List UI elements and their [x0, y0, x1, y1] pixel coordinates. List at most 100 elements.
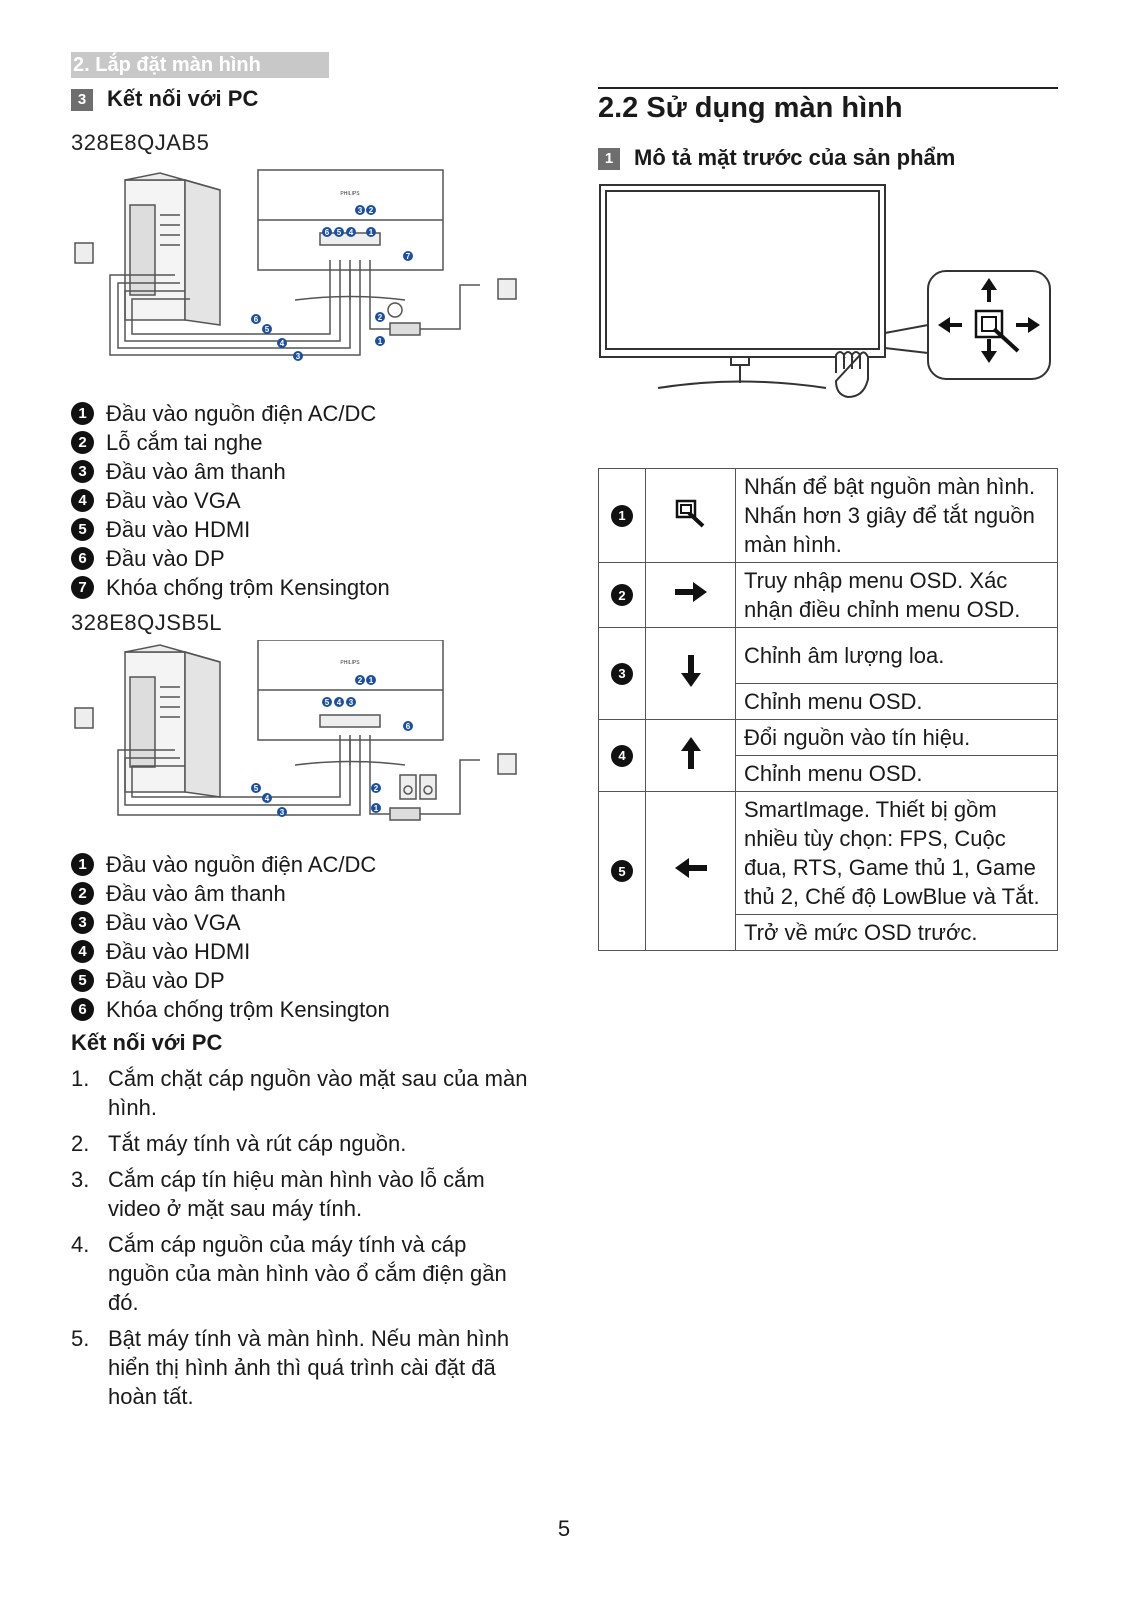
legend-text: Đầu vào DP	[106, 546, 225, 571]
control-subrow: Chỉnh menu OSD.	[599, 755, 1058, 792]
section-number-badge: 1	[598, 148, 620, 171]
section-number-badge: 3	[71, 89, 93, 112]
number-badge: 3	[611, 662, 633, 685]
number-badge: 2	[71, 882, 94, 905]
model-a-label: 328E8QJAB5	[71, 130, 210, 155]
legend-item: 4 Đầu vào HDMI	[71, 937, 390, 966]
legend-item: 2 Lỗ cắm tai nghe	[71, 428, 390, 457]
number-badge: 5	[71, 969, 94, 992]
svg-text:4: 4	[265, 794, 270, 803]
control-description: Chỉnh âm lượng loa.	[744, 643, 945, 668]
control-subrow: Trở về mức OSD trước.	[599, 914, 1058, 951]
svg-text:5: 5	[337, 228, 342, 237]
connection-diagram-a: PHILIPS 3 2 6 5 4 1 7 6 5 4 3 2 1	[74, 169, 517, 361]
control-description: Đổi nguồn vào tín hiệu.	[744, 725, 971, 750]
number-badge: 7	[71, 576, 94, 599]
arrow-down-icon	[680, 654, 701, 687]
svg-text:6: 6	[325, 228, 330, 237]
controls-table: 1 Nhấn để bật nguồn màn hình. Nhấn hơn 3…	[598, 468, 1058, 951]
legend-item: 4 Đầu vào VGA	[71, 486, 390, 515]
control-description: Chỉnh menu OSD.	[744, 689, 923, 714]
step-number: 2.	[71, 1131, 90, 1156]
svg-text:1: 1	[378, 337, 383, 346]
svg-text:4: 4	[337, 698, 342, 707]
legend-item: 5 Đầu vào DP	[71, 966, 390, 995]
step-number: 5.	[71, 1326, 90, 1351]
number-badge: 3	[71, 460, 94, 483]
number-badge: 4	[611, 744, 633, 767]
step-item: 3.Cắm cáp tín hiệu màn hình vào lỗ cắm v…	[71, 1165, 531, 1223]
control-description: Nhấn để bật nguồn màn hình. Nhấn hơn 3 g…	[744, 474, 1036, 557]
svg-text:4: 4	[349, 228, 354, 237]
step-text: Bật máy tính và màn hình. Nếu màn hình h…	[108, 1326, 510, 1409]
arrow-up-icon	[680, 736, 701, 769]
number-badge: 4	[71, 489, 94, 512]
svg-text:5: 5	[265, 325, 270, 334]
control-description: Chỉnh menu OSD.	[744, 761, 923, 786]
control-icon-cell	[645, 468, 736, 563]
svg-text:6: 6	[406, 722, 411, 731]
svg-text:1: 1	[374, 804, 379, 813]
control-row: 5 SmartImage. Thiết bị gồm nhiều tùy chọ…	[598, 791, 1058, 951]
control-desc-cell: Chỉnh âm lượng loa.	[735, 627, 1058, 684]
number-badge: 5	[71, 518, 94, 541]
step-item: 2. Tắt máy tính và rút cáp nguồn.	[71, 1129, 531, 1158]
control-desc-cell: Truy nhập menu OSD. Xác nhận điều chỉnh …	[735, 562, 1058, 628]
step-text: Tắt máy tính và rút cáp nguồn.	[108, 1131, 407, 1156]
svg-text:3: 3	[349, 698, 354, 707]
legend-text: Đầu vào âm thanh	[106, 881, 286, 906]
svg-text:5: 5	[254, 784, 259, 793]
diagram-b-brand: PHILIPS	[340, 660, 360, 666]
svg-text:1: 1	[369, 676, 374, 685]
control-row: 4 Đổi nguồn vào tín hiệu.	[598, 719, 1058, 792]
legend-text: Đầu vào DP	[106, 968, 225, 993]
front-view-title: Mô tả mặt trước của sản phẩm	[634, 145, 956, 170]
svg-text:3: 3	[296, 352, 301, 361]
number-badge: 1	[71, 402, 94, 425]
legend-text: Đầu vào HDMI	[106, 939, 251, 964]
legend-text: Đầu vào VGA	[106, 488, 241, 513]
legend-text: Đầu vào HDMI	[106, 517, 251, 542]
number-badge: 2	[71, 431, 94, 454]
svg-text:3: 3	[280, 808, 285, 817]
number-badge: 1	[611, 504, 633, 527]
legend-item: 2 Đầu vào âm thanh	[71, 879, 390, 908]
control-icon-cell	[645, 562, 736, 628]
legend-text: Khóa chống trộm Kensington	[106, 575, 390, 600]
control-description: Trở về mức OSD trước.	[744, 920, 978, 945]
legend-text: Khóa chống trộm Kensington	[106, 997, 390, 1022]
number-badge: 1	[71, 853, 94, 876]
page-number: 5	[557, 1516, 571, 1541]
connection-diagram-b: PHILIPS 2 1 5 4 3 6 5 4 3 2 1	[74, 640, 517, 821]
svg-text:6: 6	[254, 315, 259, 324]
diagram-a-brand: PHILIPS	[340, 191, 360, 197]
control-desc-cell: Nhấn để bật nguồn màn hình. Nhấn hơn 3 g…	[735, 468, 1058, 563]
svg-text:4: 4	[280, 339, 285, 348]
number-badge: 6	[71, 547, 94, 570]
svg-text:2: 2	[378, 313, 383, 322]
number-badge: 3	[71, 911, 94, 934]
control-number-cell: 2	[598, 562, 646, 628]
legend-item: 5 Đầu vào HDMI	[71, 515, 390, 544]
steps-list: 1.Cắm chặt cáp nguồn vào mặt sau của màn…	[71, 1064, 531, 1418]
chapter-tab: 2. Lắp đặt màn hình	[71, 52, 329, 78]
legend-text: Lỗ cắm tai nghe	[106, 430, 263, 455]
svg-text:2: 2	[369, 206, 374, 215]
control-desc-cell: SmartImage. Thiết bị gồm nhiều tùy chọn:…	[735, 791, 1058, 915]
legend-text: Đầu vào nguồn điện AC/DC	[106, 852, 377, 877]
control-subrow: Chỉnh menu OSD.	[599, 683, 1058, 720]
control-desc-cell: Chỉnh menu OSD.	[735, 683, 1058, 720]
control-desc-cell: Trở về mức OSD trước.	[735, 914, 1058, 951]
section-rule	[598, 87, 1058, 89]
number-badge: 4	[71, 940, 94, 963]
control-icon-cell	[645, 627, 736, 720]
control-number-cell: 3	[598, 627, 646, 720]
svg-text:7: 7	[406, 252, 411, 261]
control-row: 2 Truy nhập menu OSD. Xác nhận điều chỉn…	[598, 562, 1058, 628]
